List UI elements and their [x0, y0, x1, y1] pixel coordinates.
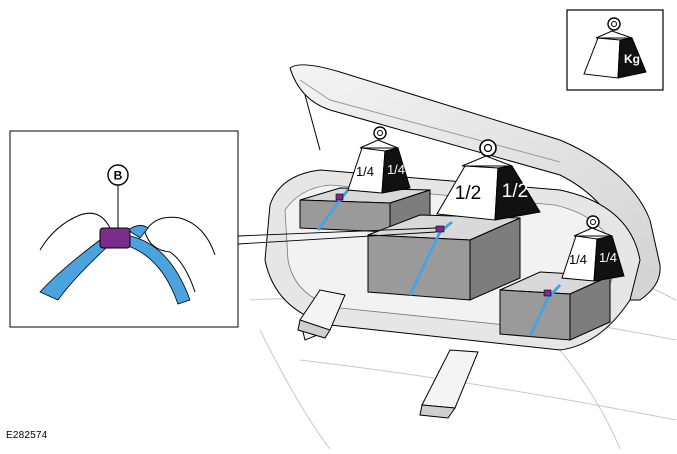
cargo-block-right	[499, 271, 611, 341]
weight-front-label: 1/4	[356, 164, 374, 179]
weight-front-label: 1/2	[455, 183, 481, 204]
weight-front-label: 1/4	[569, 252, 587, 267]
weight-side-label: 1/4	[387, 162, 405, 177]
roof-bars	[297, 289, 479, 419]
weight-symbol-inset: Kg	[566, 9, 664, 91]
weight-symbol-label: Kg	[624, 52, 640, 66]
callout-circle	[107, 164, 129, 186]
strap-buckles	[335, 193, 552, 297]
figure-reference-code: E282574	[6, 430, 48, 441]
weight-rear-right: 1/4 1/4	[561, 215, 625, 282]
buckle-center	[435, 225, 445, 233]
weight-front-left: 1/4 1/4	[347, 126, 411, 194]
callout-letter: B	[114, 169, 123, 183]
detail-leader-lines	[237, 227, 437, 245]
weight-icon	[583, 17, 647, 79]
strap-buckle	[99, 227, 131, 249]
buckle-left	[335, 193, 344, 201]
strap-right-end	[127, 235, 191, 305]
weight-side-label: 1/4	[599, 250, 617, 265]
weight-side-label: 1/2	[502, 181, 528, 202]
detail-inset-strap-buckle: B	[9, 130, 239, 328]
strap-tail	[127, 225, 149, 239]
strap-right	[528, 283, 562, 337]
buckle-right	[543, 289, 552, 297]
weight-center: 1/2 1/2	[436, 139, 541, 221]
